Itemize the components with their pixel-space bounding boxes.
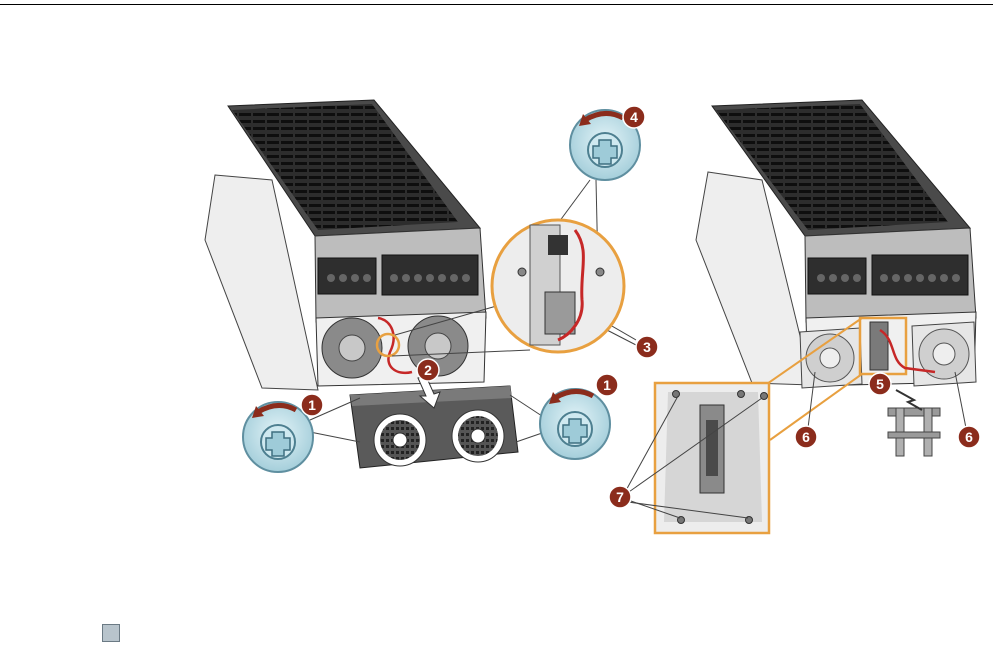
svg-text:6: 6: [965, 429, 973, 445]
screw-lens-left: [243, 402, 313, 472]
svg-text:4: 4: [630, 109, 638, 125]
note-marker-square: [102, 624, 120, 642]
screw-lens-right: [540, 389, 610, 459]
callout-4: 4: [623, 106, 645, 128]
bracket-inset-detail: [624, 383, 769, 533]
svg-text:7: 7: [616, 489, 624, 505]
svg-text:5: 5: [876, 376, 884, 392]
callout-7: 7: [609, 486, 631, 508]
callout-6a: 6: [795, 426, 817, 448]
removed-bracket: [888, 408, 940, 456]
removal-arrow-right: [896, 390, 922, 410]
svg-text:6: 6: [802, 429, 810, 445]
right-fan-detached-2: [912, 322, 976, 386]
svg-text:2: 2: [424, 362, 432, 378]
callout-2: 2: [417, 359, 439, 381]
callout-6b: 6: [958, 426, 980, 448]
left-fan-1: [322, 318, 382, 378]
svg-text:1: 1: [603, 377, 611, 393]
svg-text:1: 1: [308, 397, 316, 413]
right-fan-detached-1: [800, 328, 862, 388]
callout-1a: 1: [301, 394, 323, 416]
callout-1b: 1: [596, 374, 618, 396]
callout-3: 3: [636, 336, 658, 358]
svg-text:3: 3: [643, 339, 651, 355]
callout-5: 5: [869, 373, 891, 395]
magnified-connector-detail: [492, 220, 624, 352]
